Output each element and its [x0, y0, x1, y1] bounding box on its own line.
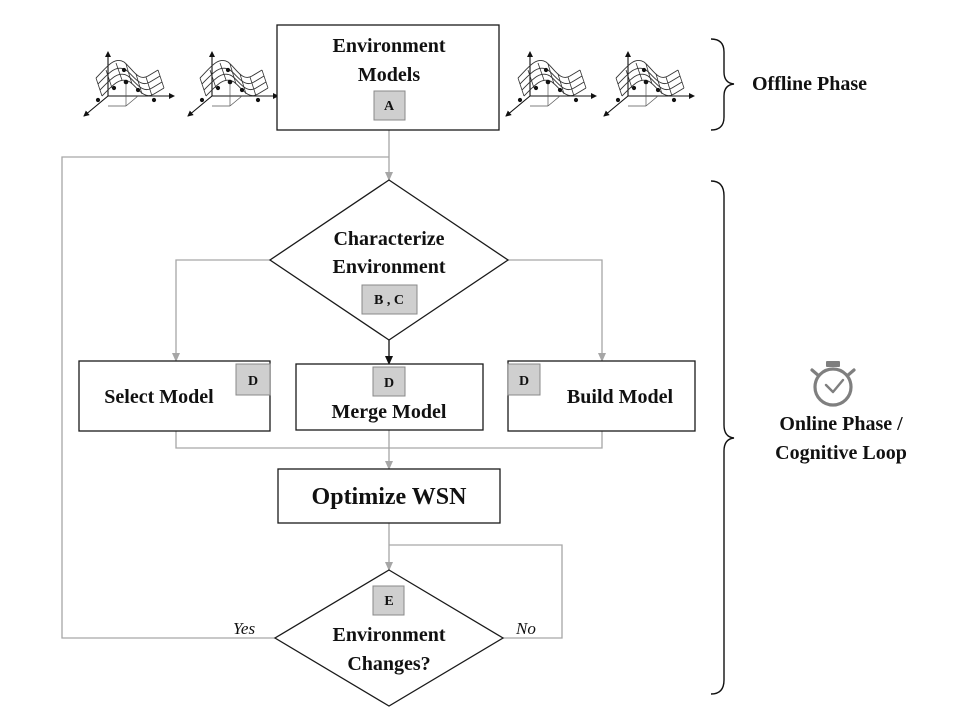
node-characterize-environment[interactable]: Characterize Environment B , C [268, 179, 510, 341]
node-label: Select Model [104, 386, 214, 408]
node-label: Characterize [333, 228, 444, 250]
offline-phase-brace [710, 38, 735, 131]
node-merge-model[interactable]: Merge Model D [295, 363, 484, 431]
surface-plot-icon [84, 52, 174, 116]
connectors [61, 130, 606, 639]
online-phase-label: Cognitive Loop [775, 442, 907, 464]
node-optimize-wsn[interactable]: Optimize WSN [277, 468, 501, 524]
tag-badge [372, 366, 406, 397]
node-label: Environment [333, 256, 446, 278]
edge-to-select [172, 259, 270, 362]
edge-no-loop [389, 544, 563, 639]
tag-badge [361, 284, 418, 315]
node-label: Optimize WSN [312, 484, 468, 510]
edge-label-yes: Yes [233, 619, 255, 638]
tag-label: A [384, 99, 395, 114]
tag-label: D [248, 374, 258, 389]
node-label: Merge Model [332, 401, 447, 423]
node-select-model[interactable]: Select Model D [78, 360, 271, 432]
tag-badge [373, 90, 406, 121]
node-label: Build Model [567, 386, 674, 408]
tag-label: E [384, 594, 393, 609]
tag-label: D [519, 374, 529, 389]
tag-label: B , C [374, 293, 404, 308]
node-label: Environment [333, 624, 446, 646]
edge-to-build [508, 259, 606, 362]
online-phase-label: Online Phase / [779, 413, 903, 435]
stopwatch-icon [810, 361, 856, 407]
offline-phase-label: Offline Phase [752, 73, 867, 95]
online-phase-brace [710, 180, 735, 695]
node-environment-changes[interactable]: E Environment Changes? [273, 569, 505, 707]
tag-badge [507, 363, 541, 396]
node-label: Models [358, 64, 420, 86]
tag-badge [372, 585, 405, 616]
surface-plot-icon [604, 52, 694, 116]
node-build-model[interactable]: Build Model D [507, 360, 696, 432]
surface-plot-icon [188, 52, 278, 116]
tag-label: D [384, 376, 394, 391]
edge-label-no: No [515, 619, 536, 638]
node-label: Environment [333, 35, 446, 57]
tag-badge [235, 363, 271, 396]
edge-yes-loop [61, 156, 389, 639]
surface-plot-icon [506, 52, 596, 116]
node-environment-models[interactable]: Environment Models A [276, 24, 500, 131]
node-label: Changes? [347, 653, 430, 675]
